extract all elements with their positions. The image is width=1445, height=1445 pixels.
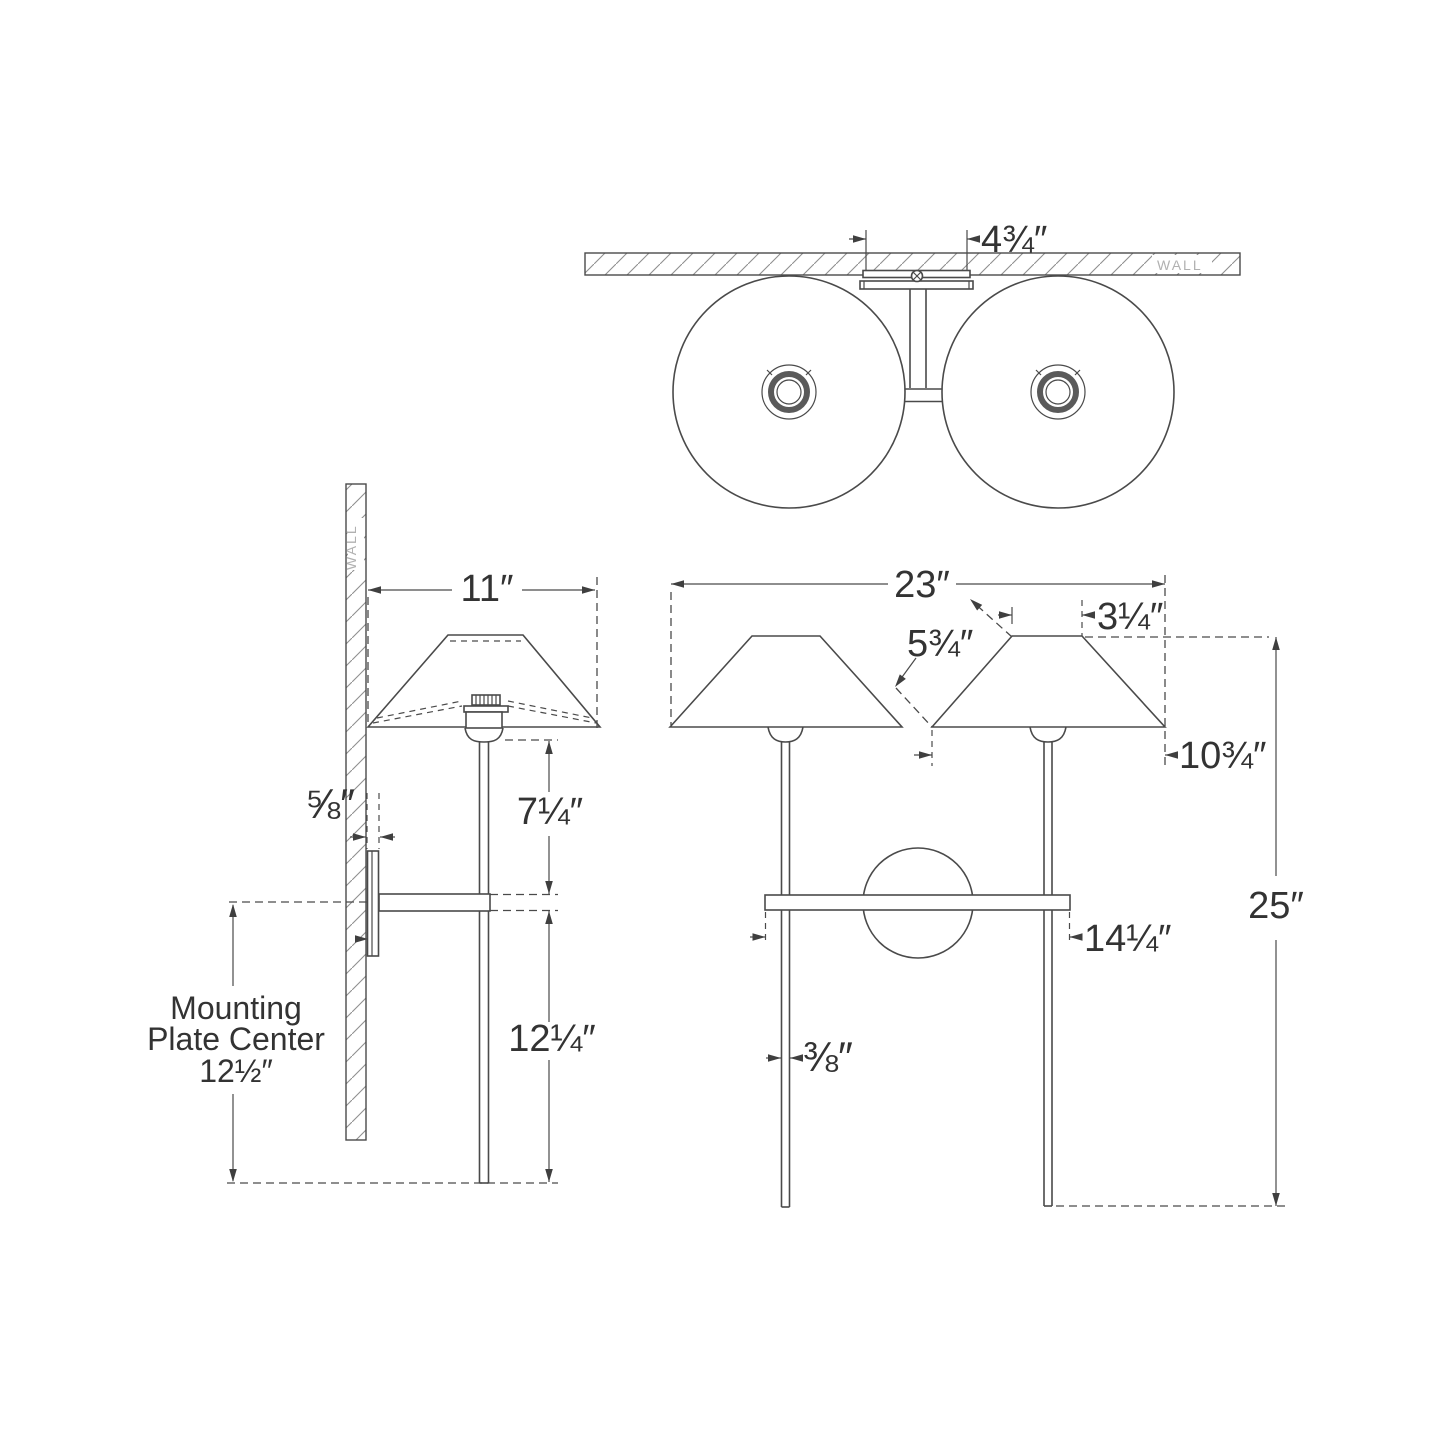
dim-mounting-plate-center: Mounting Plate Center 12½″ [147,901,367,1182]
arm-side [378,893,558,912]
dim-label-shade-slant: 5¾″ [907,623,973,665]
mounting-note-line2: Plate Center [147,1021,325,1057]
dim-label-overall-height: 25″ [1248,885,1304,927]
dim-label-shade-top-width: 3¼″ [1097,596,1163,638]
dim-backplate-depth: ⅝″ [305,780,395,849]
crossbar-front [764,894,1071,911]
dim-arm-to-bottom: 12¼″ [508,911,596,1182]
dim-label-overall-width: 23″ [894,564,950,606]
dim-shade-top-width: 3¼″ [998,596,1163,638]
left-shade-front [668,635,904,728]
dim-label-arm-length: 14¼″ [1084,918,1171,960]
left-shade-top [672,275,906,509]
backplate-top [859,269,974,290]
right-candle-cup [1029,726,1067,743]
wall-section-side [345,483,367,1141]
dim-projection: 11″ [367,568,598,730]
dim-stem-diameter: ⅜″ [766,1033,853,1080]
dim-label-stem-diameter: ⅜″ [803,1033,853,1080]
right-socket-top [1030,364,1086,420]
wall-label-backing-side [348,518,364,570]
left-candle-cup [767,726,804,743]
dim-label-shade-to-arm: 7¼″ [517,791,583,833]
left-stem-front [780,742,791,1208]
dim-shade-slant: 5¾″ [891,596,1013,728]
dim-label-arm-to-bottom: 12¼″ [508,1018,595,1060]
right-shade-top [941,275,1175,509]
top-view: WALL 4¾″ [584,219,1241,509]
left-socket-top [761,364,817,420]
mounting-note-line1: Mounting [170,990,302,1026]
socket-side [463,694,509,729]
right-stem-front [1043,742,1053,1207]
dim-label-backplate-width: 4¾″ [981,219,1047,261]
candle-cup-side [464,727,504,743]
shade-side [366,634,602,743]
wall-label-backing [1152,255,1212,273]
dim-arm-length: 14¼″ [750,912,1171,960]
wall-label-side: WALL [343,524,359,570]
dim-overall-width: 23″ [670,564,1166,767]
front-view: 23″ 5¾″ [668,564,1304,1208]
dim-label-backplate-depth: ⅝″ [305,780,355,827]
mounting-note-value: 12½″ [199,1053,273,1089]
dim-label-shade-bottom-width: 10¾″ [1179,735,1266,777]
dim-label-projection: 11″ [461,568,514,610]
side-view: WALL [147,483,602,1184]
dim-shade-bottom-width: 10¾″ [914,730,1266,777]
stem-side [478,741,490,1184]
wall-label-top: WALL [1157,257,1203,273]
dim-shade-to-arm: 7¼″ [505,739,583,894]
arm-top [904,289,942,403]
dim-overall-height: 25″ [1056,636,1304,1207]
dim-backplate-width: 4¾″ [849,219,1047,272]
